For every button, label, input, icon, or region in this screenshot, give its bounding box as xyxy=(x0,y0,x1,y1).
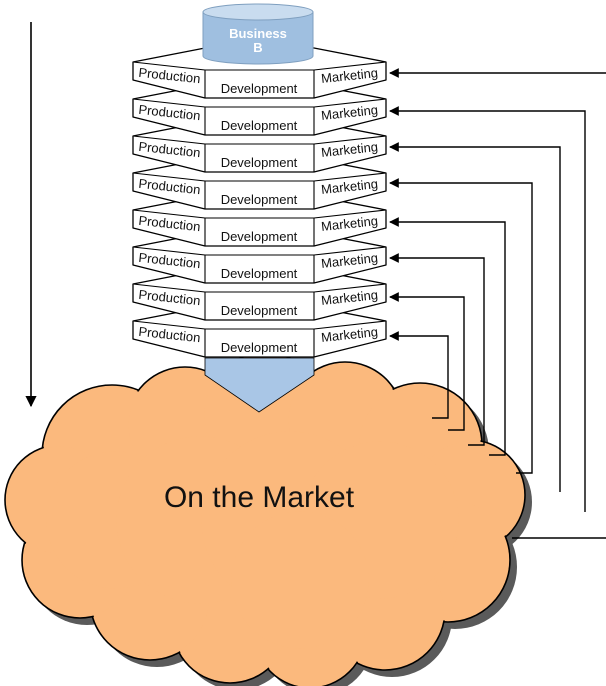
development-label: Development xyxy=(221,303,298,318)
production-label: Production xyxy=(138,65,201,86)
business-name: Business xyxy=(229,26,287,41)
funnel-shape xyxy=(204,357,315,413)
development-label: Development xyxy=(221,192,298,207)
feedback-arrow xyxy=(389,331,449,419)
marketing-label: Marketing xyxy=(320,176,378,197)
marketing-label: Marketing xyxy=(320,287,378,308)
production-label: Production xyxy=(138,102,201,123)
feedback-arrow xyxy=(389,217,506,456)
development-label: Development xyxy=(221,229,298,244)
development-label: Development xyxy=(221,155,298,170)
marketing-label: Marketing xyxy=(320,324,378,345)
feedback-arrow xyxy=(389,106,586,512)
marketing-label: Marketing xyxy=(320,102,378,123)
feedback-arrow xyxy=(389,142,561,492)
market-label: On the Market xyxy=(164,481,355,514)
feedback-arrow xyxy=(389,253,485,446)
production-label: Production xyxy=(138,287,201,308)
feedback-arrow xyxy=(389,292,465,431)
production-label: Production xyxy=(138,139,201,160)
production-label: Production xyxy=(138,213,201,234)
feedback-arrow xyxy=(389,178,533,474)
development-label: Development xyxy=(221,340,298,355)
development-label: Development xyxy=(221,118,298,133)
marketing-label: Marketing xyxy=(320,250,378,271)
marketing-label: Marketing xyxy=(320,65,378,86)
layer-stack: ProductionDevelopmentMarketingProduction… xyxy=(132,47,387,358)
production-label: Production xyxy=(138,176,201,197)
feedback-arrows xyxy=(389,68,606,539)
production-label: Production xyxy=(138,250,201,271)
marketing-label: Marketing xyxy=(320,139,378,160)
production-label: Production xyxy=(138,324,201,345)
development-label: Development xyxy=(221,266,298,281)
business-letter: B xyxy=(253,40,262,55)
development-label: Development xyxy=(221,81,298,96)
marketing-label: Marketing xyxy=(320,213,378,234)
business-cylinder: Business B xyxy=(202,3,314,65)
